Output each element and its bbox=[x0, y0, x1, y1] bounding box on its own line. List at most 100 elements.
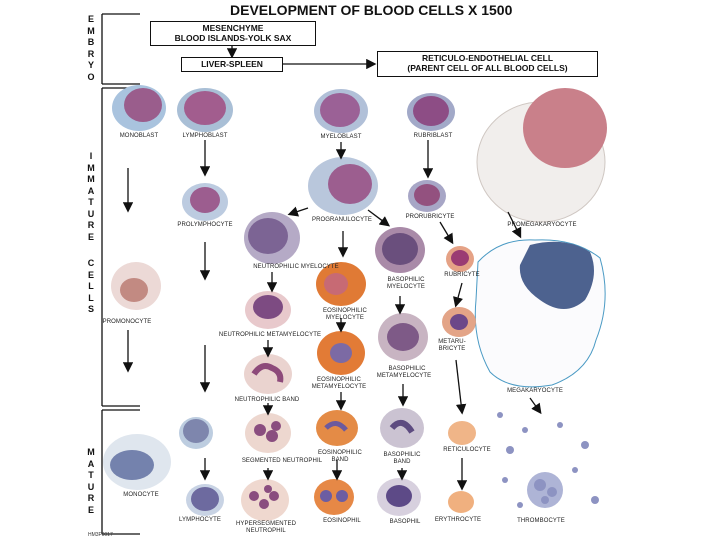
prolymphocyte-cell bbox=[182, 183, 228, 221]
metarubricyte-cell bbox=[442, 307, 476, 337]
mature-bracket bbox=[101, 409, 140, 535]
label-monocyte: MONOCYTE bbox=[123, 492, 159, 498]
diagram-title: DEVELOPMENT OF BLOOD CELLS X 1500 bbox=[230, 2, 513, 18]
label-hypersegmented-1: HYPERSEGMENTED bbox=[235, 521, 297, 527]
label-neutrophilic-metamyelocyte: NEUTROPHILIC METAMYELOCYTE bbox=[218, 332, 322, 338]
label-prorubricyte: PRORUBRICYTE bbox=[405, 214, 455, 220]
label-reticulocyte: RETICULOCYTE bbox=[443, 447, 491, 453]
hypersegmented-neutrophil-cell bbox=[241, 479, 289, 521]
basophilic-metamyelocyte-cell bbox=[378, 313, 428, 361]
label-eosinophilic-band-2: BAND bbox=[331, 457, 349, 463]
myeloblast-cell bbox=[314, 89, 368, 133]
label-basophilic-myelocyte-1: BASOPHILIC bbox=[387, 277, 425, 283]
label-lymphoblast: LYMPHOBLAST bbox=[182, 133, 228, 139]
promonocyte-cell bbox=[111, 262, 161, 310]
arrow-megakaryocyte-thrombocyte bbox=[529, 397, 542, 415]
label-neutrophilic-myelocyte: NEUTROPHILIC MYELOCYTE bbox=[253, 264, 339, 270]
label-rubriblast: RUBRIBLAST bbox=[413, 133, 453, 139]
reticulo-endothelial-box: RETICULO-ENDOTHELIAL CELL (PARENT CELL O… bbox=[377, 51, 598, 77]
label-hypersegmented-2: NEUTROPHIL bbox=[246, 528, 286, 534]
label-megakaryocyte: MEGAKARYOCYTE bbox=[507, 388, 563, 394]
eosinophil-cell bbox=[314, 479, 354, 515]
lymphocyte-top-cell bbox=[179, 417, 213, 449]
label-monoblast: MONOBLAST bbox=[119, 133, 159, 139]
monocyte-cell bbox=[103, 434, 171, 490]
label-eosinophil: EOSINOPHIL bbox=[323, 518, 361, 524]
reticulo-line1: RETICULO-ENDOTHELIAL CELL bbox=[421, 53, 554, 63]
basophilic-band-cell bbox=[380, 408, 424, 448]
label-basophilic-metamyelocyte-2: METAMYELOCYTE bbox=[376, 373, 432, 379]
mesenchyme-line2: BLOOD ISLANDS-YOLK SAX bbox=[174, 33, 292, 43]
embryo-bracket bbox=[101, 13, 140, 85]
lineage-arrows bbox=[122, 140, 542, 491]
label-basophil: BASOPHIL bbox=[389, 519, 421, 525]
label-basophilic-myelocyte-2: MYELOCYTE bbox=[387, 284, 425, 290]
eosinophilic-myelocyte-cell bbox=[316, 262, 366, 306]
mesenchyme-box: MESENCHYME BLOOD ISLANDS-YOLK SAX bbox=[150, 21, 316, 46]
promegakaryocyte-cell bbox=[476, 88, 607, 223]
reticulo-line2: (PARENT CELL OF ALL BLOOD CELLS) bbox=[407, 63, 568, 73]
progranulocyte-cell bbox=[308, 157, 378, 215]
label-myeloblast: MYELOBLAST bbox=[320, 134, 362, 140]
arrow-promegakaryocyte-megakaryocyte bbox=[507, 211, 522, 239]
label-rubricyte: RUBRICYTE bbox=[444, 272, 480, 278]
box-arrows bbox=[226, 45, 377, 70]
arrow-progranulocyte-basophilic bbox=[367, 209, 391, 227]
prorubricyte-cell bbox=[408, 180, 446, 212]
arrow-prorubricyte-rubricyte bbox=[439, 221, 454, 245]
eosinophilic-metamyelocyte-cell bbox=[317, 331, 365, 375]
mesenchyme-line1: MESENCHYME bbox=[202, 23, 264, 33]
label-lymphocyte: LYMPHOCYTE bbox=[179, 517, 221, 523]
neutrophilic-band-cell bbox=[244, 354, 292, 394]
label-eosinophilic-band-1: EOSINOPHILIC bbox=[318, 450, 362, 456]
label-basophilic-metamyelocyte-1: BASOPHILIC bbox=[388, 366, 426, 372]
label-promonocyte: PROMONOCYTE bbox=[102, 319, 152, 325]
rubriblast-cell bbox=[407, 93, 455, 131]
lymphoblast-cell bbox=[177, 88, 233, 132]
neutrophilic-metamyelocyte-cell bbox=[245, 291, 291, 329]
label-segmented-neutrophil: SEGMENTED NEUTROPHIL bbox=[241, 458, 323, 464]
liver-spleen-box: LIVER-SPLEEN bbox=[181, 57, 283, 72]
figure-code: HM3F0017 bbox=[88, 532, 113, 538]
basophilic-myelocyte-cell bbox=[375, 227, 425, 273]
label-eosinophilic-myelocyte-1: EOSINOPHILIC bbox=[323, 308, 367, 314]
eosinophilic-band-cell bbox=[316, 410, 358, 446]
label-promegakaryocyte: PROMEGAKARYOCYTE bbox=[507, 222, 577, 228]
label-erythrocyte: ERYTHROCYTE bbox=[434, 517, 482, 523]
rubricyte-cell bbox=[446, 246, 474, 272]
neutrophilic-myelocyte-cell bbox=[244, 212, 300, 264]
label-progranulocyte: PROGRANULOCYTE bbox=[311, 217, 373, 223]
erythrocyte-cell bbox=[448, 491, 474, 513]
arrow-metarubricyte-reticulocyte bbox=[455, 359, 467, 415]
megakaryocyte-cell bbox=[474, 239, 606, 388]
lymphocyte-cell bbox=[186, 484, 224, 516]
arrow-rubricyte-metarubricyte bbox=[453, 282, 464, 308]
label-metarubricyte-1: METARU- bbox=[438, 339, 466, 345]
arrow-progranulocyte-neutrophilic bbox=[287, 206, 309, 217]
basophil-cell bbox=[377, 478, 421, 516]
label-thrombocyte: THROMBOCYTE bbox=[517, 518, 565, 524]
label-metarubricyte-2: BRICYTE bbox=[438, 346, 466, 352]
label-neutrophilic-band: NEUTROPHILIC BAND bbox=[234, 397, 300, 403]
label-prolymphocyte: PROLYMPHOCYTE bbox=[177, 222, 233, 228]
segmented-neutrophil-cell bbox=[245, 413, 291, 453]
label-basophilic-band-2: BAND bbox=[393, 459, 411, 465]
label-basophilic-band-1: BASOPHILIC bbox=[383, 452, 421, 458]
cells bbox=[103, 85, 607, 521]
label-eosinophilic-metamyelocyte-1: EOSINOPHILIC bbox=[317, 377, 361, 383]
label-eosinophilic-metamyelocyte-2: METAMYELOCYTE bbox=[311, 384, 367, 390]
reticulocyte-cell bbox=[448, 421, 476, 445]
thrombocyte-cells bbox=[497, 412, 599, 508]
monoblast-cell bbox=[112, 85, 166, 131]
label-eosinophilic-myelocyte-2: MYELOCYTE bbox=[326, 315, 364, 321]
